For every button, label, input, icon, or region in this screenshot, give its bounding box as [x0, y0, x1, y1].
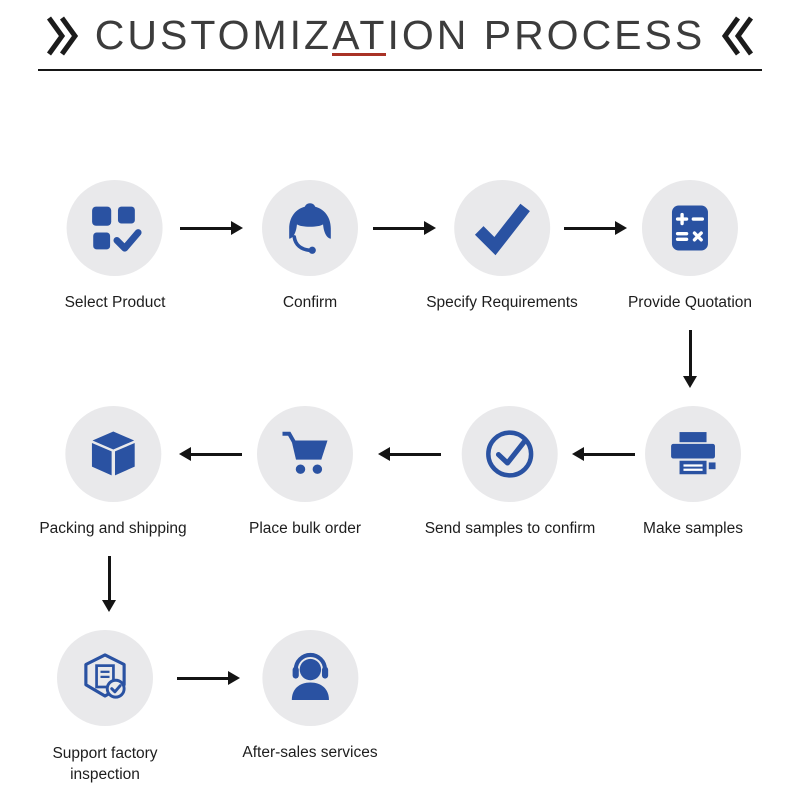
arrow-select-product-to-confirm [180, 220, 243, 236]
calculator-icon [671, 205, 708, 251]
title-row: CUSTOMIZATION PROCESS [0, 0, 800, 59]
printer-icon [671, 432, 716, 475]
step-support-factory-inspection: Support factory inspection [30, 630, 180, 786]
step-circle [641, 180, 738, 276]
arrow-make-samples-to-send-samples [572, 446, 635, 462]
step-select-product: Select Product [64, 180, 166, 312]
step-label: Send samples to confirm [424, 520, 596, 537]
check-circle-icon [486, 430, 534, 478]
step-after-sales-services: After-sales services [242, 630, 378, 762]
step-specify-requirements: Specify Requirements [426, 180, 578, 312]
step-label: Provide Quotation [627, 294, 753, 311]
step-label: Confirm [282, 294, 338, 311]
step-label: Make samples [643, 520, 743, 537]
step-place-bulk-order: Place bulk order [249, 406, 361, 538]
title-red-underline [332, 53, 386, 56]
step-label: Packing and shipping [39, 520, 187, 537]
title-divider [38, 69, 762, 71]
step-circle [461, 406, 558, 502]
product-grid-check-icon [92, 206, 142, 252]
step-circle [64, 406, 161, 502]
step-circle [67, 180, 163, 276]
arrow-provide-quotation-to-make-samples [682, 330, 698, 388]
step-label: Select Product [64, 294, 166, 311]
arrow-factory-inspection-to-after-sales [177, 670, 240, 686]
page-title: CUSTOMIZATION PROCESS [94, 12, 706, 58]
checkmark-icon [474, 203, 530, 256]
step-label: Place bulk order [248, 520, 362, 537]
arrow-send-samples-to-place-bulk-order [378, 446, 441, 462]
step-provide-quotation: Provide Quotation [628, 180, 752, 312]
step-label: Specify Requirements [426, 294, 578, 311]
step-label: Support factory inspection [52, 745, 158, 783]
headset-support-icon [291, 652, 329, 700]
arrow-place-bulk-order-to-packing [179, 446, 242, 462]
step-confirm: Confirm [262, 180, 358, 312]
arrow-confirm-to-specify-requirements [373, 220, 436, 236]
step-circle [454, 180, 550, 276]
factory-inspection-icon [84, 653, 126, 699]
step-send-samples-to-confirm: Send samples to confirm [424, 406, 596, 538]
arrow-specify-requirements-to-provide-quotation [564, 220, 627, 236]
shopping-cart-icon [282, 431, 328, 474]
customer-service-agent-icon [289, 203, 331, 254]
step-circle [645, 406, 741, 502]
step-circle [256, 406, 353, 502]
arrow-packing-to-factory-inspection [101, 556, 117, 612]
step-packing-and-shipping: Packing and shipping [39, 406, 187, 538]
step-circle [261, 630, 358, 726]
double-chevron-left-icon [722, 16, 754, 55]
step-circle [57, 630, 153, 726]
step-label: After-sales services [242, 744, 378, 761]
step-make-samples: Make samples [643, 406, 743, 538]
step-circle [262, 180, 358, 276]
package-box-icon [91, 431, 135, 476]
double-chevron-right-icon [46, 16, 78, 55]
